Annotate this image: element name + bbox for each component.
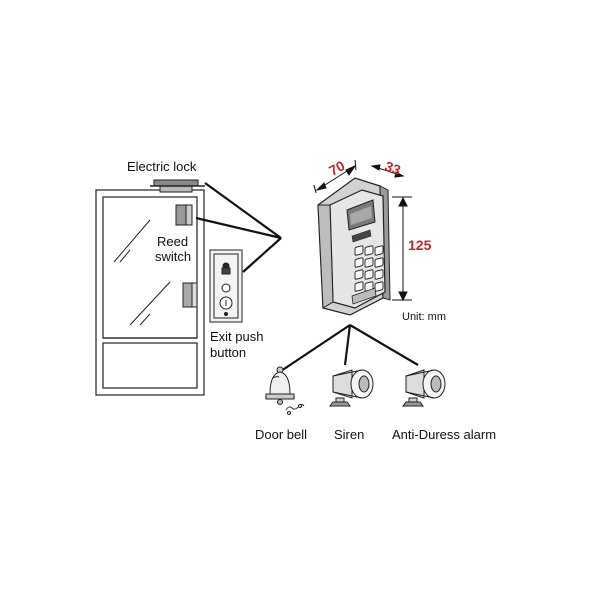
dimension-lines <box>313 159 412 302</box>
door <box>95 189 205 396</box>
door-bell-label: Door bell <box>255 427 308 442</box>
reed-switch-label-line1: Reed <box>157 234 189 249</box>
keypad-device <box>317 177 391 316</box>
unit-label: Unit: mm <box>402 311 446 323</box>
exit-push-button <box>209 249 243 323</box>
electric-lock <box>150 179 205 193</box>
output-lines <box>280 324 419 372</box>
door-bell-icon <box>265 366 305 415</box>
alarm-horn-icon <box>402 369 446 407</box>
door-handle <box>182 282 198 308</box>
anti-duress-label: Anti-Duress alarm <box>392 427 497 442</box>
electric-lock-label: Electric lock <box>127 159 197 174</box>
keypad-keys <box>354 245 384 292</box>
reed-switch-label-line2: switch <box>155 249 192 264</box>
exit-button-label-line1: Exit push <box>210 329 264 344</box>
dimension-height: 125 <box>408 237 432 253</box>
reed-switch <box>175 204 193 226</box>
connection-lines <box>195 182 282 273</box>
siren-icon <box>329 369 374 407</box>
exit-button-label-line2: button <box>210 345 247 360</box>
siren-label: Siren <box>334 427 365 442</box>
